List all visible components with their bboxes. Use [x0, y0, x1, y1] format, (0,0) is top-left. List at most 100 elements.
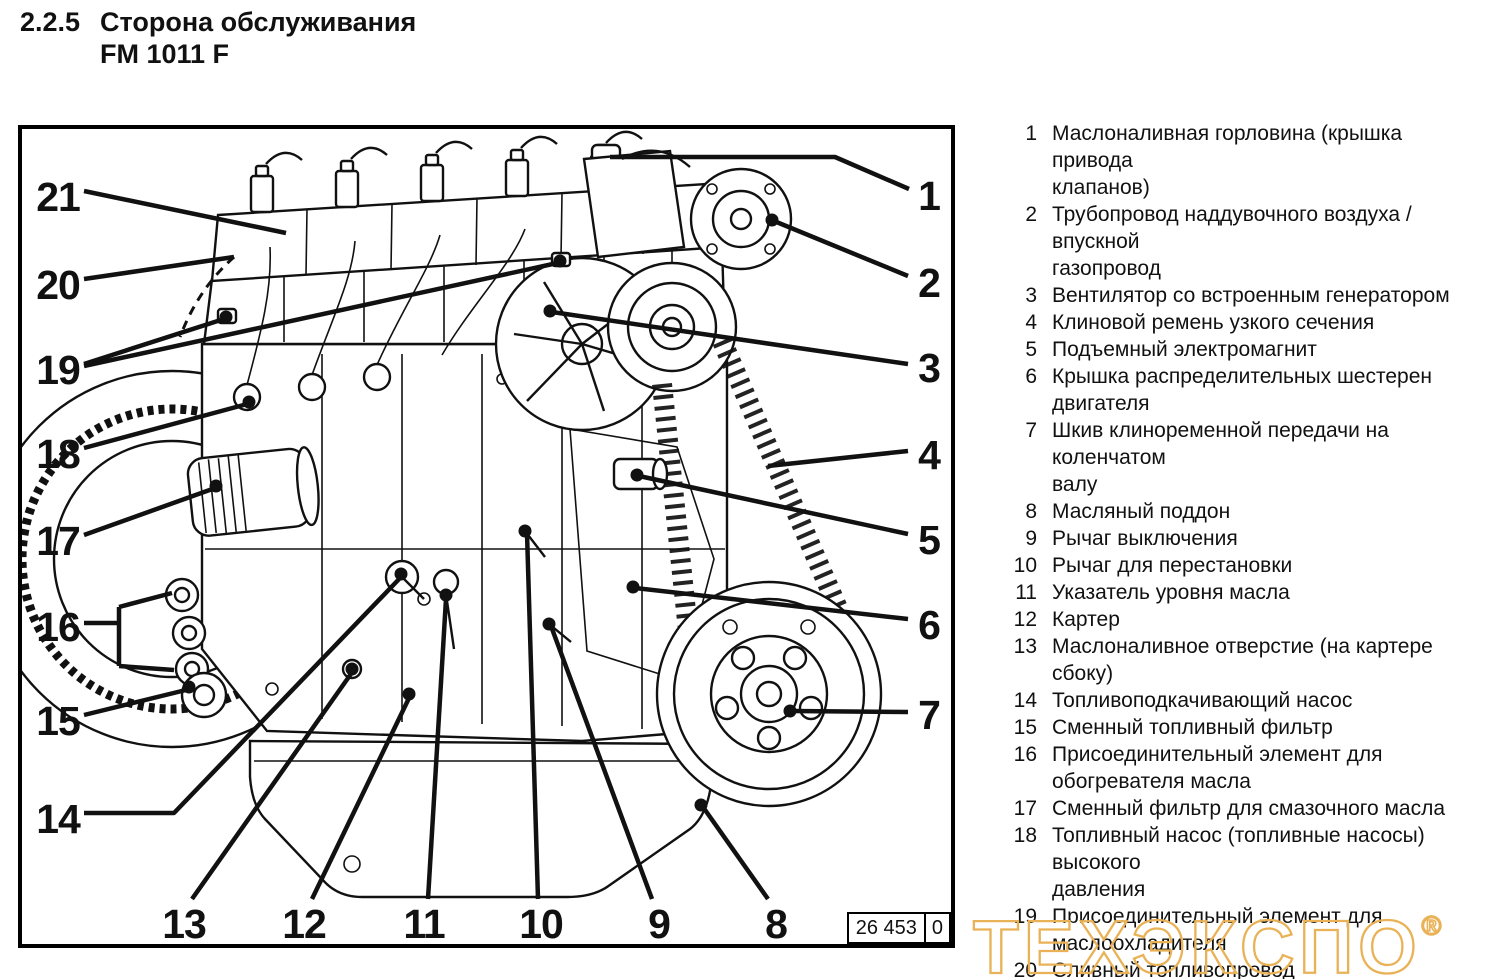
leader-dot-10: [518, 524, 532, 538]
leader-line-7: [791, 708, 909, 715]
oil-filter: [186, 446, 321, 537]
callout-number-13: 13: [162, 901, 206, 944]
leader-dot-19: [553, 254, 567, 268]
legend-item-number: 13: [1013, 635, 1037, 658]
legend-item-number: 18: [1013, 824, 1037, 847]
callout-number-20: 20: [36, 262, 80, 308]
callout-number-14: 14: [36, 796, 81, 842]
leader-line-12: [309, 695, 413, 900]
callout-number-4: 4: [918, 432, 941, 478]
legend-item: 3 Вентилятор со встроенным генератором: [1005, 282, 1485, 309]
legend-item: 18 Топливный насос (топливные насосы) выс…: [1005, 822, 1485, 903]
leader-dot-17: [209, 479, 223, 493]
valve-injectors: [251, 132, 642, 212]
leader-dot-12: [402, 687, 416, 701]
leader-line-20: [83, 254, 235, 282]
legend-item-number: 8: [1025, 500, 1037, 523]
legend-item-text: Сменный топливный фильтр: [1052, 716, 1333, 739]
intake-manifold: [584, 151, 684, 257]
leader-line-16: [118, 590, 173, 610]
watermark-text: ТЕХЭКСПО: [972, 905, 1422, 979]
callout-number-8: 8: [765, 901, 787, 944]
leader-line-2: [773, 218, 909, 279]
legend-item-number: 11: [1015, 581, 1037, 604]
legend-item-text: Вентилятор со встроенным генератором: [1052, 284, 1450, 307]
section-title: Сторона обслуживания: [100, 7, 417, 37]
leader-dot-14: [394, 567, 408, 581]
leader-line-11: [425, 598, 449, 900]
legend-item-number: 2: [1025, 203, 1037, 226]
legend-item: 8 Масляный поддон: [1005, 498, 1485, 525]
legend-item-number: 1: [1025, 122, 1037, 145]
legend-item: 2 Трубопровод наддувочного воздуха / впус…: [1005, 201, 1485, 282]
callout-number-11: 11: [403, 901, 445, 944]
section-number: 2.2.5: [20, 7, 81, 37]
leader-line-14: [84, 574, 404, 816]
callout-number-18: 18: [36, 431, 80, 477]
page-header: 2.2.5 Сторона обслуживания FM 1011 F: [20, 6, 416, 70]
legend-item-text: Шкив клиноременной передачи на коленчато…: [1052, 419, 1389, 496]
figure-reference-code: 26 453: [846, 912, 926, 944]
crank-pulley: [657, 582, 881, 806]
callout-number-6: 6: [918, 602, 940, 648]
legend-item-number: 10: [1013, 554, 1037, 577]
legend-item-text: Подъемный электромагнит: [1052, 338, 1317, 361]
leader-dot-9: [542, 617, 556, 631]
legend-item-text: Топливный насос (топливные насосы) высок…: [1052, 824, 1425, 901]
leader-line-16: [118, 663, 175, 673]
legend-item-text: Маслоналивное отверстие (на картере сбок…: [1052, 635, 1433, 685]
legend-item-text: Рычаг для перестановки: [1052, 554, 1293, 577]
registered-mark: ®: [1421, 910, 1442, 942]
leader-dot-3: [543, 304, 557, 318]
legend-item-text: Указатель уровня масла: [1052, 581, 1290, 604]
legend-item-text: Клиновой ремень узкого сечения: [1052, 311, 1375, 334]
callout-number-16: 16: [36, 604, 80, 650]
leader-line-19: [83, 315, 228, 367]
leader-dot-2: [765, 213, 779, 227]
legend-item-text: Топливоподкачивающий насос: [1052, 689, 1353, 712]
legend-item-number: 9: [1025, 527, 1037, 550]
legend-item-number: 6: [1025, 365, 1037, 388]
crankcase: [202, 344, 727, 741]
callout-number-2: 2: [918, 260, 940, 306]
leader-line-10: [524, 532, 541, 900]
leader-line-13: [190, 669, 355, 901]
leader-line-6: [634, 585, 909, 622]
callout-number-1: 1: [918, 173, 940, 219]
oil-heater-bosses: [166, 579, 208, 685]
leader-dot-8: [694, 798, 708, 812]
leader-dot-19: [219, 310, 233, 324]
leader-dot-11: [439, 588, 453, 602]
legend-item-number: 3: [1025, 284, 1037, 307]
legend-item-number: 19: [1013, 905, 1037, 928]
callout-number-5: 5: [918, 517, 940, 563]
legend-item-number: 16: [1013, 743, 1037, 766]
leader-dot-15: [182, 680, 196, 694]
legend-item-text: Трубопровод наддувочного воздуха / впуск…: [1052, 203, 1412, 280]
leader-line-21: [83, 188, 287, 236]
leader-line-9: [548, 625, 655, 900]
leader-dot-5: [630, 468, 644, 482]
legend-item-number: 17: [1013, 797, 1037, 820]
v-belt: [662, 341, 840, 649]
legend-item-text: Масляный поддон: [1052, 500, 1231, 523]
legend-item-text: Сливный топливопровод: [1052, 959, 1295, 979]
fan-pulley: [608, 263, 736, 391]
